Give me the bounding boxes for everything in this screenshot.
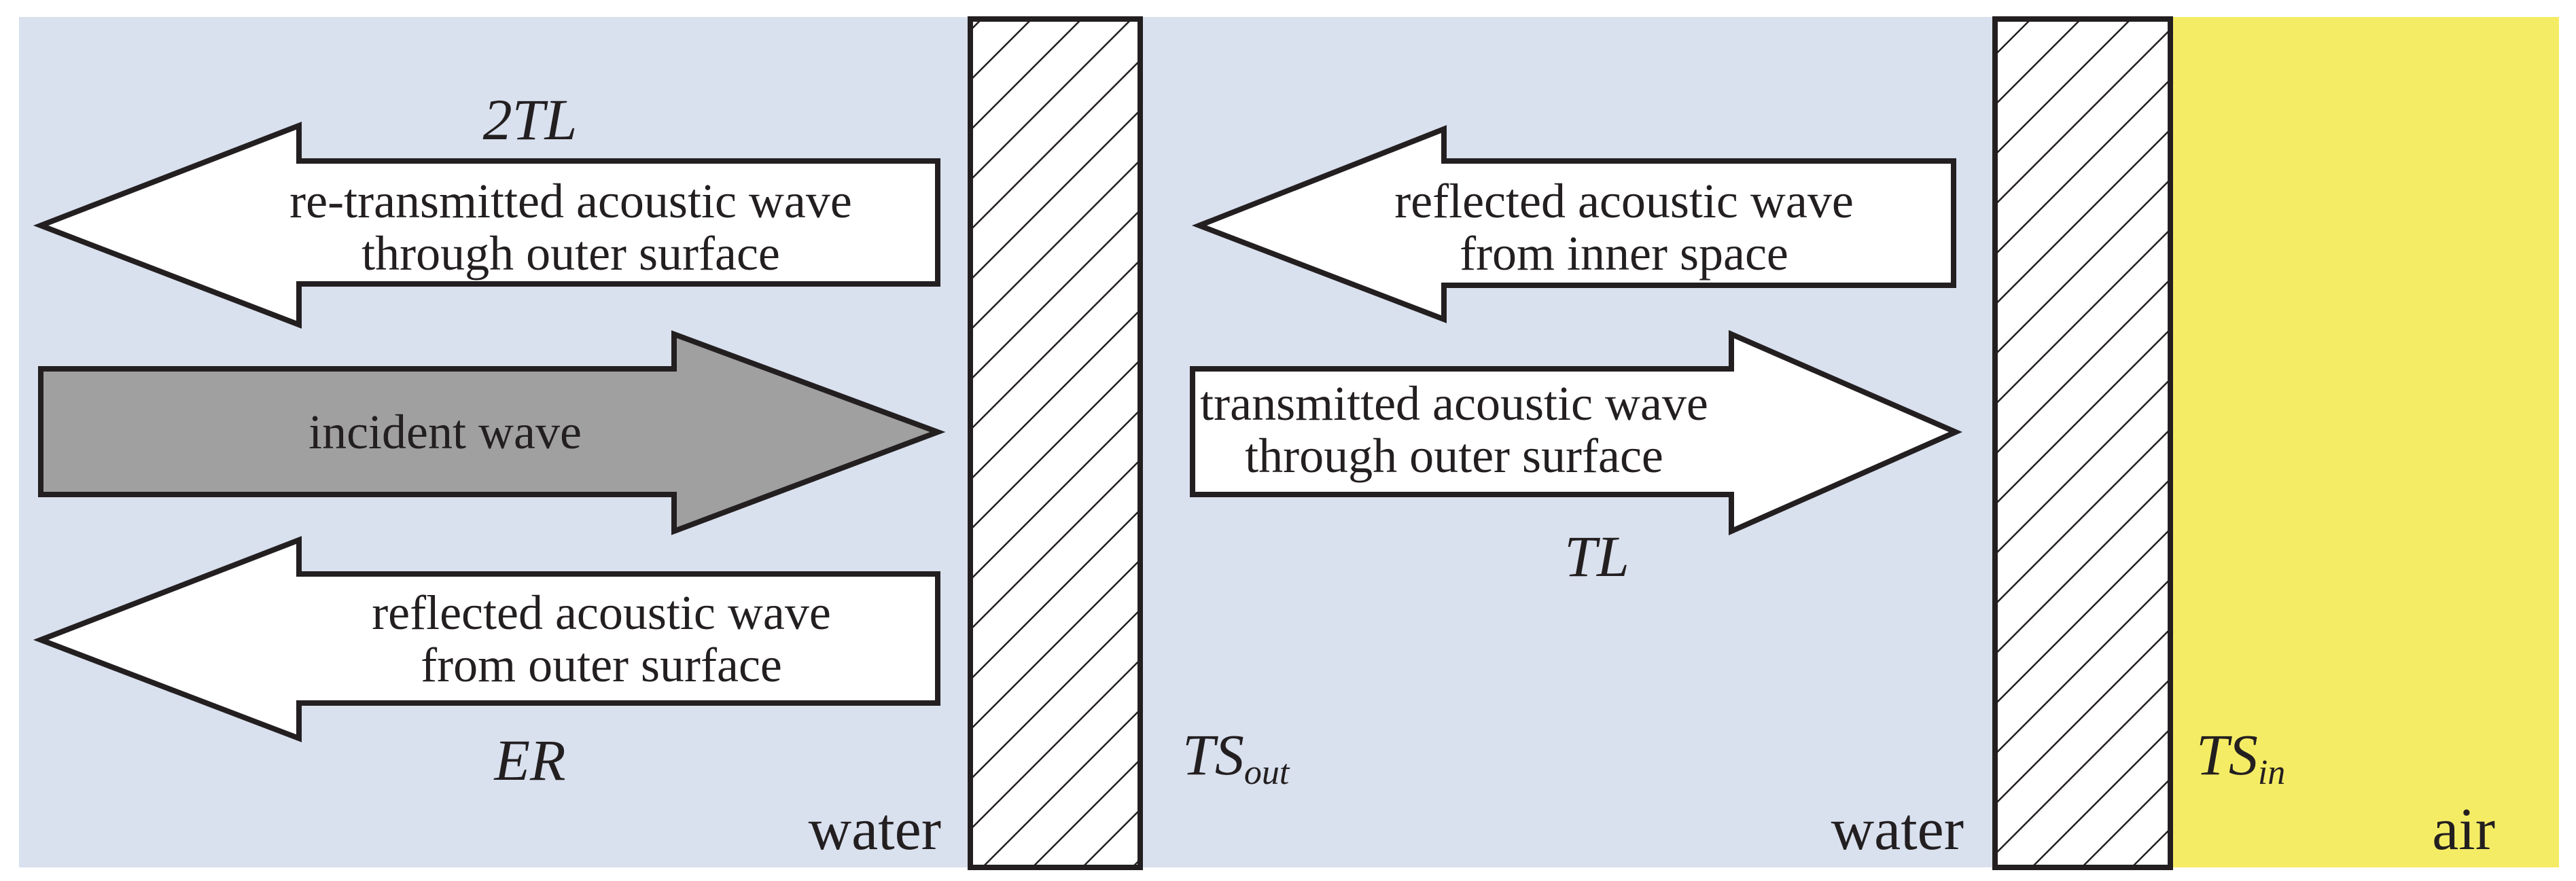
reflected-outer-code-label: ER — [493, 727, 565, 793]
reflected-inner-wave-arrow — [1191, 125, 1956, 323]
outer-surface-sub: out — [1244, 753, 1290, 792]
retransmitted-wave-arrow — [33, 122, 940, 329]
inner-surface-label: TSin — [2196, 722, 2285, 792]
retransmitted-code-label: 2TL — [483, 87, 578, 152]
reflected-inner-line1: reflected acoustic wave — [1394, 174, 1854, 228]
retransmitted-line1: re-transmitted acoustic wave — [289, 174, 852, 228]
air-region — [2172, 17, 2559, 867]
incident-wave-arrow — [38, 330, 946, 535]
reflected-inner-line2: from inner space — [1460, 226, 1788, 281]
outer-surface-label: TSout — [1182, 722, 1290, 792]
retransmitted-line2: through outer surface — [361, 226, 780, 281]
inner-shell-wall — [1992, 16, 2173, 870]
inner-surface-main: TS — [2196, 722, 2258, 787]
water-label-left: water — [809, 797, 941, 863]
inner-surface-sub: in — [2258, 753, 2285, 792]
outer-surface-main: TS — [1182, 722, 1244, 787]
reflected-outer-line2: from outer surface — [421, 638, 782, 692]
reflected-outer-line1: reflected acoustic wave — [372, 586, 831, 640]
incident-wave-label: incident wave — [308, 405, 582, 459]
water-label-right: water — [1831, 797, 1964, 863]
air-label: air — [2432, 797, 2495, 863]
transmitted-code-label: TL — [1564, 524, 1629, 589]
transmitted-line2: through outer surface — [1245, 429, 1663, 483]
transmitted-line1: transmitted acoustic wave — [1200, 376, 1708, 431]
outer-shell-wall — [968, 16, 1143, 870]
transmitted-wave-arrow — [1190, 329, 1962, 536]
reflected-outer-wave-arrow — [33, 536, 940, 742]
